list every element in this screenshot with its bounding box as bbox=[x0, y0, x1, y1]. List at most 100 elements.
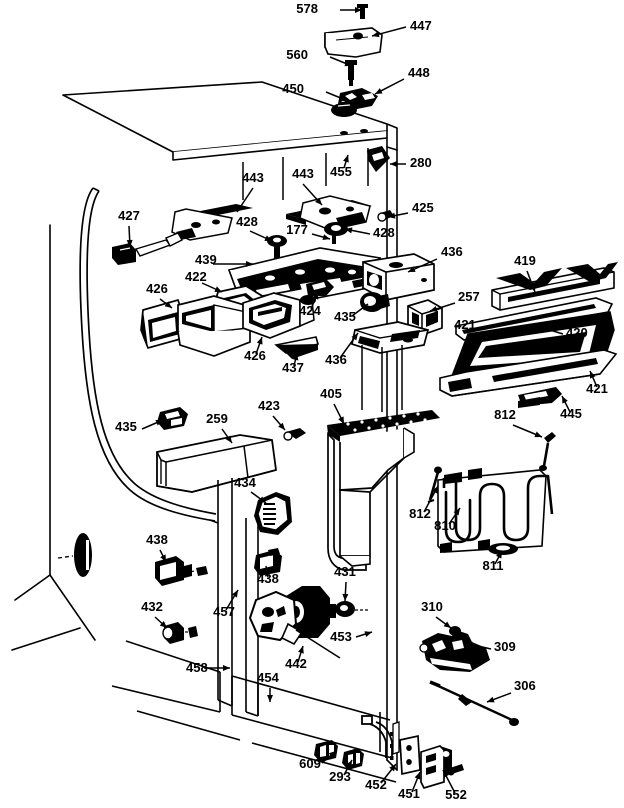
callout-arrowhead bbox=[375, 88, 383, 94]
callout-arrowhead bbox=[342, 593, 349, 601]
callout-423: 423 bbox=[258, 398, 286, 431]
callout-label: 439 bbox=[195, 252, 217, 267]
part-436-control-box bbox=[362, 253, 435, 301]
callout-arrowhead bbox=[338, 416, 344, 424]
callout-arrowhead bbox=[388, 212, 396, 219]
part-812-rod-upper bbox=[539, 432, 556, 471]
part-425-clip bbox=[377, 210, 394, 222]
callout-label: 420 bbox=[566, 325, 588, 340]
callout-552: 552 bbox=[442, 769, 467, 802]
callout-426: 426 bbox=[244, 336, 266, 363]
part-452-small-plate bbox=[392, 721, 400, 755]
callout-label: 435 bbox=[334, 309, 356, 324]
part-423-clip bbox=[283, 428, 306, 441]
callout-405: 405 bbox=[320, 386, 345, 425]
part-436-cover-pan bbox=[351, 321, 430, 354]
callout-arrowhead bbox=[346, 760, 352, 768]
callout-label: 609 bbox=[299, 756, 321, 771]
callout-label: 810 bbox=[434, 518, 456, 533]
callout-label: 453 bbox=[330, 629, 352, 644]
callout-label: 452 bbox=[365, 777, 387, 792]
part-405-dispenser-housing bbox=[327, 410, 440, 571]
callout-177: 177 bbox=[286, 222, 331, 241]
callout-arrowhead bbox=[344, 60, 352, 67]
callout-458: 458 bbox=[186, 660, 230, 675]
part-280-corner-bracket bbox=[367, 146, 390, 172]
callout-label: 552 bbox=[445, 787, 467, 802]
callout-arrowhead bbox=[159, 621, 167, 628]
callout-label: 424 bbox=[299, 303, 321, 318]
callout-428: 428 bbox=[236, 214, 273, 242]
callout-arrowhead bbox=[267, 695, 273, 702]
callout-label: 438 bbox=[146, 532, 168, 547]
callout-label: 421 bbox=[454, 317, 476, 332]
part-438-switch-left bbox=[155, 556, 208, 586]
callout-432: 432 bbox=[141, 599, 168, 629]
callout-arrowhead bbox=[540, 326, 548, 332]
part-432-bushing bbox=[162, 622, 198, 644]
callout-428: 428 bbox=[344, 225, 395, 240]
callout-arrowhead bbox=[343, 155, 349, 163]
callout-label: 428 bbox=[373, 225, 395, 240]
callout-310: 310 bbox=[421, 599, 452, 629]
callout-label: 442 bbox=[285, 656, 307, 671]
callout-label: 438 bbox=[257, 571, 279, 586]
callout-448: 448 bbox=[374, 65, 430, 95]
callout-label: 426 bbox=[244, 348, 266, 363]
callout-arrowhead bbox=[246, 261, 253, 267]
callout-label: 436 bbox=[325, 352, 347, 367]
callout-arrowhead bbox=[126, 239, 133, 247]
part-445-clip bbox=[518, 387, 562, 408]
callout-label: 560 bbox=[286, 47, 308, 62]
part-812-rod-lower bbox=[427, 466, 442, 503]
callout-435: 435 bbox=[115, 419, 164, 434]
callout-arrowhead bbox=[155, 420, 163, 426]
callout-812: 812 bbox=[494, 407, 543, 438]
callout-label: 280 bbox=[410, 155, 432, 170]
callout-label: 432 bbox=[141, 599, 163, 614]
callout-label: 455 bbox=[330, 164, 352, 179]
callout-436: 436 bbox=[325, 332, 359, 367]
callout-438: 438 bbox=[257, 565, 279, 586]
callout-arrowhead bbox=[408, 266, 416, 272]
callout-810: 810 bbox=[434, 507, 461, 533]
part-578-screw bbox=[357, 4, 368, 19]
callout-label: 448 bbox=[408, 65, 430, 80]
callout-label: 257 bbox=[458, 289, 480, 304]
part-560-screw bbox=[345, 60, 357, 86]
part-428-grommet-right bbox=[324, 222, 348, 236]
callout-label: 309 bbox=[494, 639, 516, 654]
callout-label: 443 bbox=[292, 166, 314, 181]
callout-label: 450 bbox=[282, 81, 304, 96]
part-424-bracket bbox=[306, 279, 334, 296]
part-450-bumper bbox=[331, 103, 357, 117]
callout-arrowhead bbox=[355, 7, 362, 13]
callout-label: 259 bbox=[206, 411, 228, 426]
callout-label: 426 bbox=[146, 281, 168, 296]
callout-arrowhead bbox=[529, 284, 536, 292]
callout-439: 439 bbox=[195, 252, 253, 267]
callout-arrowhead bbox=[258, 496, 266, 503]
callout-431: 431 bbox=[334, 564, 356, 602]
callout-arrowhead bbox=[160, 554, 166, 562]
callout-arrowhead bbox=[264, 566, 271, 574]
callout-label: 293 bbox=[329, 769, 351, 784]
part-306-fill-tube bbox=[429, 680, 519, 726]
callout-label: 812 bbox=[409, 506, 431, 521]
part-810-evaporator-coil bbox=[437, 468, 554, 553]
callout-label: 435 bbox=[115, 419, 137, 434]
callout-label: 458 bbox=[186, 660, 208, 675]
callout-450: 450 bbox=[282, 81, 349, 102]
callout-arrowhead bbox=[360, 304, 368, 311]
part-428-knob-left bbox=[267, 235, 287, 259]
part-436-support-legs bbox=[361, 345, 403, 412]
callout-label: 427 bbox=[118, 208, 140, 223]
callout-arrowhead bbox=[471, 340, 478, 348]
callout-438: 438 bbox=[146, 532, 168, 563]
callout-label: 445 bbox=[560, 406, 582, 421]
callout-arrowhead bbox=[364, 631, 372, 637]
callout-420: 420 bbox=[539, 325, 588, 340]
callout-arrowhead bbox=[562, 396, 568, 404]
callout-arrowhead bbox=[223, 665, 230, 671]
